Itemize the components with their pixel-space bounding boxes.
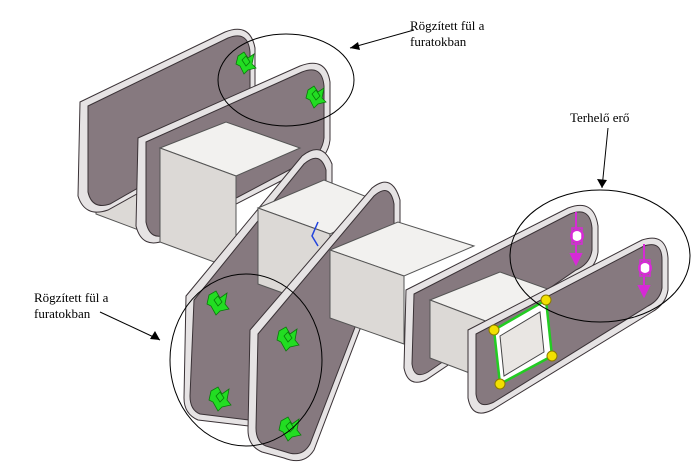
callout-ellipse-top [217, 33, 355, 127]
callout-label-fixed-top: Rögzített fül a furatokban [410, 18, 484, 50]
vertex-marker [540, 294, 552, 306]
callout-label-fixed-left: Rögzített fül a furatokban [34, 290, 108, 322]
callout-ellipse-left [169, 273, 323, 447]
fixture-symbols [206, 51, 327, 442]
load-arrow-icon [569, 212, 584, 267]
callout-line: furatokban [410, 34, 467, 49]
fixture-icon [206, 290, 230, 316]
fixture-icon [235, 51, 257, 75]
vertex-marker [494, 378, 506, 390]
vertex-marker [488, 324, 500, 336]
callout-line: furatokban [34, 306, 91, 321]
callout-label-load: Terhelő erő [570, 110, 629, 126]
fixture-icon [278, 416, 302, 442]
callout-line: Rögzített fül a [410, 18, 485, 33]
callout-arrow-right [601, 127, 609, 189]
fixture-icon [208, 386, 232, 412]
beam-middle [158, 121, 302, 271]
tube-end-face [488, 294, 558, 390]
beam-front [328, 221, 476, 345]
callout-ellipse-right [509, 189, 691, 323]
fixture-icon [276, 326, 300, 352]
blue-edge-mark [311, 221, 319, 247]
callout-arrow-left [99, 311, 161, 341]
load-symbols [569, 212, 652, 299]
callout-line: Terhelő erő [570, 110, 630, 125]
vertex-marker [546, 350, 558, 362]
load-arrow-icon [637, 244, 652, 299]
callout-line: Rögzített fül a [34, 290, 109, 305]
callout-arrow-top [349, 29, 415, 49]
fixture-icon [305, 85, 327, 109]
callouts [99, 29, 691, 447]
